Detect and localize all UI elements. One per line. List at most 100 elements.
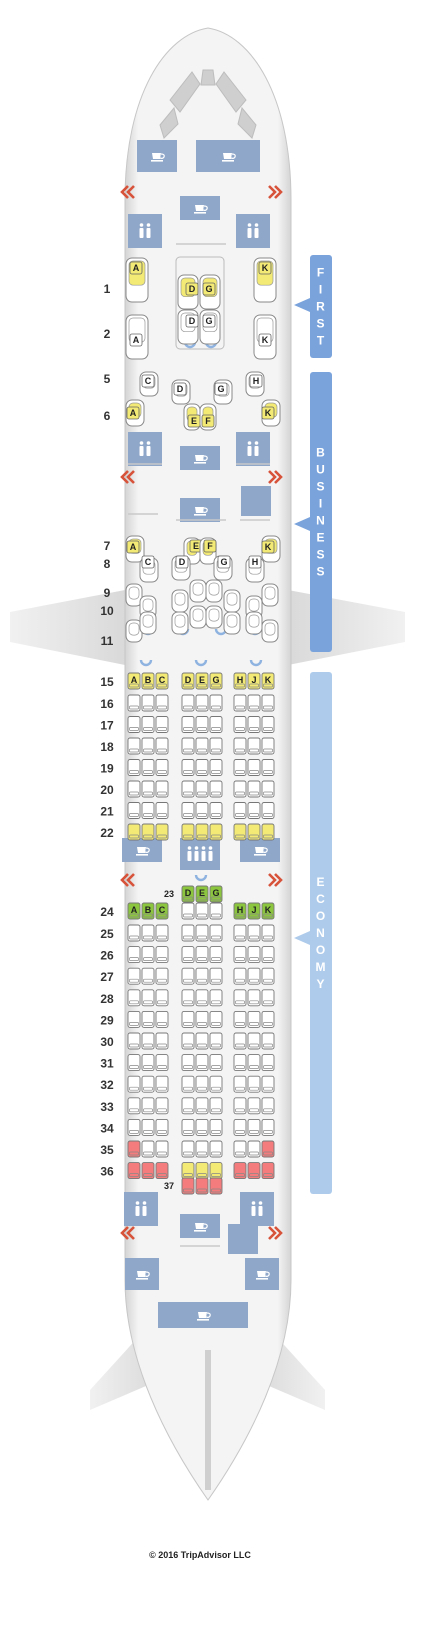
seat[interactable] bbox=[261, 1162, 275, 1180]
seat[interactable] bbox=[155, 802, 169, 819]
seat[interactable]: G bbox=[209, 885, 223, 903]
seat[interactable] bbox=[127, 946, 141, 964]
seat[interactable]: A bbox=[125, 257, 149, 303]
seat[interactable]: D bbox=[171, 379, 191, 405]
seat[interactable]: G bbox=[199, 309, 221, 345]
seat[interactable] bbox=[155, 737, 169, 755]
seat[interactable] bbox=[141, 1118, 155, 1136]
seat[interactable] bbox=[155, 716, 169, 733]
seat[interactable] bbox=[261, 1075, 275, 1093]
seat[interactable] bbox=[195, 1162, 209, 1180]
seat[interactable] bbox=[141, 759, 155, 776]
seat[interactable] bbox=[127, 759, 141, 776]
seat[interactable] bbox=[247, 989, 261, 1007]
seat[interactable] bbox=[181, 1032, 195, 1050]
seat[interactable] bbox=[127, 1162, 141, 1180]
seat[interactable] bbox=[233, 1097, 247, 1115]
seat[interactable] bbox=[205, 579, 223, 603]
seat[interactable] bbox=[195, 1010, 209, 1028]
seat[interactable]: F bbox=[199, 403, 217, 431]
seat[interactable] bbox=[233, 1032, 247, 1050]
seat[interactable] bbox=[261, 716, 275, 733]
seat[interactable] bbox=[247, 924, 261, 942]
seat[interactable] bbox=[141, 1032, 155, 1050]
seat[interactable] bbox=[155, 694, 169, 712]
seat[interactable] bbox=[155, 823, 169, 841]
seat[interactable]: B bbox=[141, 672, 155, 690]
seat[interactable] bbox=[195, 1032, 209, 1050]
seat[interactable] bbox=[141, 737, 155, 755]
seat[interactable] bbox=[155, 1054, 169, 1072]
seat[interactable] bbox=[209, 1118, 223, 1136]
seat[interactable]: E bbox=[183, 403, 201, 431]
seat[interactable] bbox=[247, 823, 261, 841]
seat[interactable]: K bbox=[261, 672, 275, 690]
seat[interactable] bbox=[195, 902, 209, 920]
seat[interactable] bbox=[209, 1177, 223, 1195]
seat[interactable] bbox=[209, 759, 223, 776]
seat[interactable] bbox=[141, 823, 155, 841]
seat[interactable]: K bbox=[261, 902, 275, 920]
seat[interactable]: G bbox=[199, 274, 221, 310]
seat[interactable] bbox=[127, 1054, 141, 1072]
seat[interactable] bbox=[233, 1140, 247, 1158]
seat[interactable]: E bbox=[183, 537, 203, 565]
seat[interactable] bbox=[195, 1075, 209, 1093]
seat[interactable] bbox=[261, 1097, 275, 1115]
seat[interactable] bbox=[141, 694, 155, 712]
seat[interactable] bbox=[181, 780, 195, 798]
seat[interactable]: C bbox=[155, 672, 169, 690]
seat[interactable] bbox=[127, 1010, 141, 1028]
seat[interactable] bbox=[247, 716, 261, 733]
seat[interactable] bbox=[233, 823, 247, 841]
seat[interactable]: C bbox=[155, 902, 169, 920]
seat[interactable]: H bbox=[233, 902, 247, 920]
seat[interactable] bbox=[141, 1162, 155, 1180]
seat[interactable] bbox=[181, 946, 195, 964]
seat[interactable] bbox=[127, 1118, 141, 1136]
seat[interactable] bbox=[181, 1177, 195, 1195]
seat[interactable] bbox=[209, 694, 223, 712]
seat[interactable] bbox=[139, 611, 157, 635]
seat[interactable] bbox=[209, 902, 223, 920]
seat[interactable] bbox=[233, 1010, 247, 1028]
seat[interactable] bbox=[261, 1118, 275, 1136]
seat[interactable] bbox=[233, 1162, 247, 1180]
seat[interactable]: E bbox=[195, 885, 209, 903]
seat[interactable] bbox=[127, 716, 141, 733]
seat[interactable]: G bbox=[213, 379, 233, 405]
seat[interactable] bbox=[247, 1010, 261, 1028]
seat[interactable] bbox=[155, 1075, 169, 1093]
seat[interactable] bbox=[155, 1162, 169, 1180]
seat[interactable] bbox=[127, 967, 141, 985]
seat[interactable] bbox=[141, 1097, 155, 1115]
seat[interactable] bbox=[233, 1054, 247, 1072]
seat[interactable] bbox=[209, 1162, 223, 1180]
seat[interactable] bbox=[195, 1140, 209, 1158]
seat[interactable] bbox=[155, 1118, 169, 1136]
seat[interactable] bbox=[209, 1097, 223, 1115]
seat[interactable] bbox=[209, 1010, 223, 1028]
seat[interactable] bbox=[247, 967, 261, 985]
seat[interactable] bbox=[155, 1140, 169, 1158]
seat[interactable] bbox=[141, 1075, 155, 1093]
seat[interactable] bbox=[233, 946, 247, 964]
seat[interactable] bbox=[233, 1118, 247, 1136]
seat[interactable] bbox=[141, 1054, 155, 1072]
seat[interactable] bbox=[181, 1054, 195, 1072]
seat[interactable] bbox=[127, 1140, 141, 1158]
seat[interactable] bbox=[261, 1054, 275, 1072]
seat[interactable] bbox=[181, 1075, 195, 1093]
seat[interactable] bbox=[127, 1075, 141, 1093]
seat[interactable] bbox=[127, 1032, 141, 1050]
seat[interactable] bbox=[209, 924, 223, 942]
seat[interactable] bbox=[195, 967, 209, 985]
seat[interactable] bbox=[141, 1140, 155, 1158]
seat[interactable]: E bbox=[195, 672, 209, 690]
seat[interactable] bbox=[247, 1075, 261, 1093]
seat[interactable] bbox=[127, 802, 141, 819]
seat[interactable] bbox=[223, 589, 241, 613]
seat[interactable] bbox=[171, 589, 189, 613]
seat[interactable] bbox=[189, 579, 207, 603]
seat[interactable] bbox=[233, 802, 247, 819]
